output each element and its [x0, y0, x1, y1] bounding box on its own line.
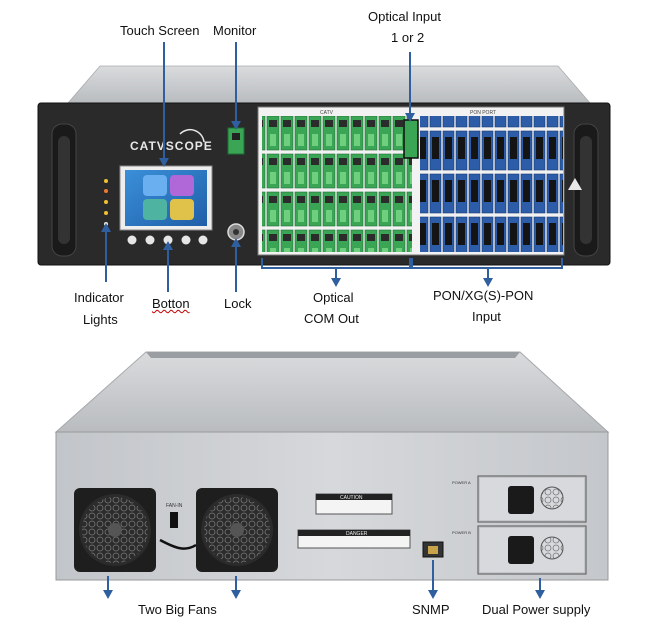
- power-supply-b: [477, 525, 587, 575]
- label-optical-input-line1: Optical Input: [368, 9, 441, 24]
- front-buttons: [127, 235, 208, 245]
- power-supply-a: [477, 475, 587, 523]
- optical-com-ports: [262, 116, 412, 252]
- label-monitor: Monitor: [213, 23, 257, 38]
- pon-input-ports: [420, 116, 563, 252]
- callout-arrows: [101, 42, 545, 599]
- label-indicator-line2: Lights: [83, 312, 118, 327]
- monitor-port: [227, 127, 245, 155]
- svg-text:CATVSCOPE: CATVSCOPE: [130, 139, 213, 153]
- label-snmp: SNMP: [412, 602, 450, 617]
- svg-text:POWER A: POWER A: [452, 480, 471, 485]
- label-botton: Botton: [152, 296, 190, 311]
- label-optical-input-line2: 1 or 2: [391, 30, 425, 45]
- fan-right: [196, 488, 278, 572]
- fan-left: [74, 488, 156, 572]
- label-two-big-fans: Two Big Fans: [138, 602, 217, 617]
- label-touch-screen: Touch Screen: [120, 23, 200, 38]
- label-dual-power: Dual Power supply: [482, 602, 591, 617]
- front-unit: CATVSCOPE CATV: [37, 65, 611, 266]
- label-pon-input-line2: Input: [472, 309, 501, 324]
- label-optical-com-line1: Optical: [313, 290, 354, 305]
- optical-input-port: [403, 119, 419, 159]
- label-pon-input-line1: PON/XG(S)-PON: [433, 288, 534, 303]
- svg-text:CAUTION: CAUTION: [340, 495, 363, 501]
- label-lock: Lock: [224, 296, 252, 311]
- svg-text:FAN-IN: FAN-IN: [166, 503, 183, 509]
- svg-text:DANGER: DANGER: [346, 531, 368, 537]
- svg-text:CATV: CATV: [320, 110, 334, 116]
- label-optical-com-line2: COM Out: [304, 311, 359, 326]
- label-indicator-line1: Indicator: [74, 290, 124, 305]
- svg-text:POWER B: POWER B: [452, 530, 471, 535]
- svg-text:PON PORT: PON PORT: [470, 110, 496, 116]
- rear-unit: FAN-IN CAUTION DANGER POWER A POWER B: [54, 351, 610, 581]
